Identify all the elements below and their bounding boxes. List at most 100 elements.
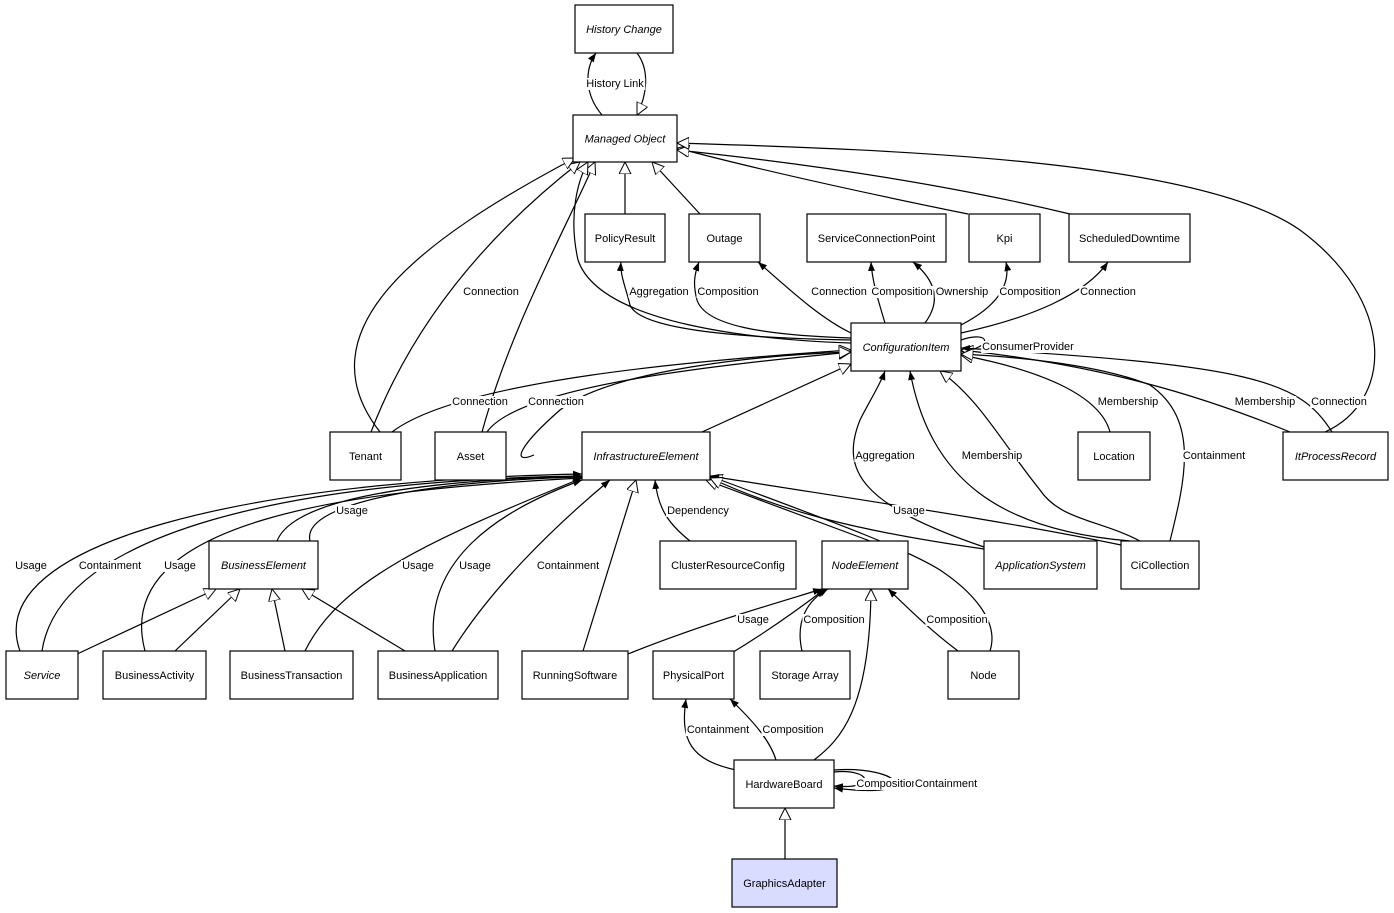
class-box [584, 213, 666, 263]
class-node-configuration-item[interactable]: ConfigurationItem [850, 322, 962, 372]
association-edge [681, 698, 737, 771]
edge-label-background [934, 286, 990, 298]
edge-label-background [685, 724, 751, 736]
class-box [733, 759, 835, 809]
class-node-hardware-board[interactable]: HardwareBoard [733, 759, 835, 809]
edge-label-background [870, 286, 934, 298]
edge-label-background [585, 78, 646, 90]
edge-label: Dependency [667, 505, 729, 517]
edge-label-background [458, 560, 492, 572]
edge-label-background [401, 560, 435, 572]
edge-label: Aggregation [855, 450, 914, 462]
inheritance-edge [582, 480, 636, 652]
class-name: ClusterResourceConfig [671, 560, 785, 572]
class-node-managed-object[interactable]: Managed Object [572, 114, 678, 163]
edge-label: Usage [402, 560, 434, 572]
class-box [102, 650, 207, 700]
class-node-application-system[interactable]: ApplicationSystem [983, 540, 1098, 590]
class-node-kpi[interactable]: Kpi [968, 213, 1041, 263]
inheritance-edge [677, 148, 969, 215]
edge-label-background [998, 286, 1062, 298]
class-name: BusinessActivity [115, 670, 195, 682]
inheritance-edge [940, 371, 1141, 542]
class-node-business-application[interactable]: BusinessApplication [377, 650, 499, 700]
class-node-physical-port[interactable]: PhysicalPort [652, 650, 735, 700]
association-edge [627, 588, 823, 655]
class-node-business-element[interactable]: BusinessElement [208, 540, 319, 590]
class-node-service-connection-point[interactable]: ServiceConnectionPoint [806, 213, 947, 263]
edge-label: Usage [737, 614, 769, 626]
association-edge [309, 473, 583, 542]
edge-label: Usage [15, 560, 47, 572]
edge-label-background [810, 286, 868, 298]
class-name: Service [24, 670, 61, 682]
class-node-business-activity[interactable]: BusinessActivity [102, 650, 207, 700]
class-node-scheduled-downtime[interactable]: ScheduledDowntime [1068, 213, 1191, 263]
edge-label: Connection [463, 286, 519, 298]
edge-label-background [666, 505, 731, 517]
inheritance-edge [701, 364, 851, 433]
inheritance-edge [573, 162, 852, 344]
class-node-ci-collection[interactable]: CiCollection [1120, 540, 1200, 590]
class-name: ScheduledDowntime [1079, 233, 1180, 245]
edge-label-background [77, 560, 143, 572]
association-edge [729, 698, 777, 761]
association-edge [757, 261, 852, 334]
class-node-cluster-resource-config[interactable]: ClusterResourceConfig [659, 540, 797, 590]
class-box [947, 650, 1020, 700]
association-edge [432, 479, 583, 652]
class-node-it-process-record[interactable]: ItProcessRecord [1282, 431, 1389, 481]
edge-label: Membership [1098, 396, 1159, 408]
class-box [1068, 213, 1191, 263]
class-node-node-element[interactable]: NodeElement [821, 540, 909, 590]
association-edge [852, 370, 985, 548]
inheritance-edge [706, 480, 871, 542]
edge-label: Usage [336, 505, 368, 517]
class-name: Node [970, 670, 996, 682]
class-node-running-software[interactable]: RunningSoftware [521, 650, 629, 700]
edge-label-background [462, 286, 520, 298]
class-name: Outage [706, 233, 742, 245]
class-node-service[interactable]: Service [5, 650, 79, 700]
class-node-infrastructure-element[interactable]: InfrastructureElement [581, 431, 711, 481]
class-name: ConfigurationItem [863, 342, 950, 354]
class-box [377, 650, 499, 700]
class-node-asset[interactable]: Asset [434, 431, 507, 481]
class-node-policy-result[interactable]: PolicyResult [584, 213, 666, 263]
class-box [983, 540, 1098, 590]
class-name: History Change [586, 24, 662, 36]
class-name: NodeElement [832, 560, 900, 572]
class-node-graphics-adapter[interactable]: GraphicsAdapter [731, 858, 838, 908]
class-box [5, 650, 79, 700]
association-edge [908, 370, 1131, 542]
class-node-outage[interactable]: Outage [688, 213, 761, 263]
edge-label-background [1079, 286, 1137, 298]
association-edge [799, 588, 829, 652]
class-name: PolicyResult [595, 233, 656, 245]
inheritance-edge [677, 150, 1071, 215]
class-box [806, 213, 947, 263]
class-node-tenant[interactable]: Tenant [329, 431, 402, 481]
edge-label-background [960, 450, 1024, 462]
association-edge [451, 479, 611, 652]
edge-label-background [1310, 396, 1368, 408]
inheritance-edge [961, 354, 1185, 542]
inheritance-edge [486, 352, 851, 433]
edge-label-background [1096, 396, 1160, 408]
inheritance-edge [520, 352, 851, 459]
class-node-storage-array[interactable]: Storage Array [759, 650, 851, 700]
class-box [581, 431, 711, 481]
class-box [659, 540, 797, 590]
class-name: RunningSoftware [533, 670, 617, 682]
class-box [688, 213, 761, 263]
class-node-business-transaction[interactable]: BusinessTransaction [229, 650, 354, 700]
class-box [759, 650, 851, 700]
edge-label: Composition [871, 286, 932, 298]
class-node-node[interactable]: Node [947, 650, 1020, 700]
class-node-history-change[interactable]: History Change [574, 4, 674, 54]
association-edge [276, 472, 583, 542]
class-node-location[interactable]: Location [1077, 431, 1151, 481]
edge-label: Ownership [936, 286, 989, 298]
